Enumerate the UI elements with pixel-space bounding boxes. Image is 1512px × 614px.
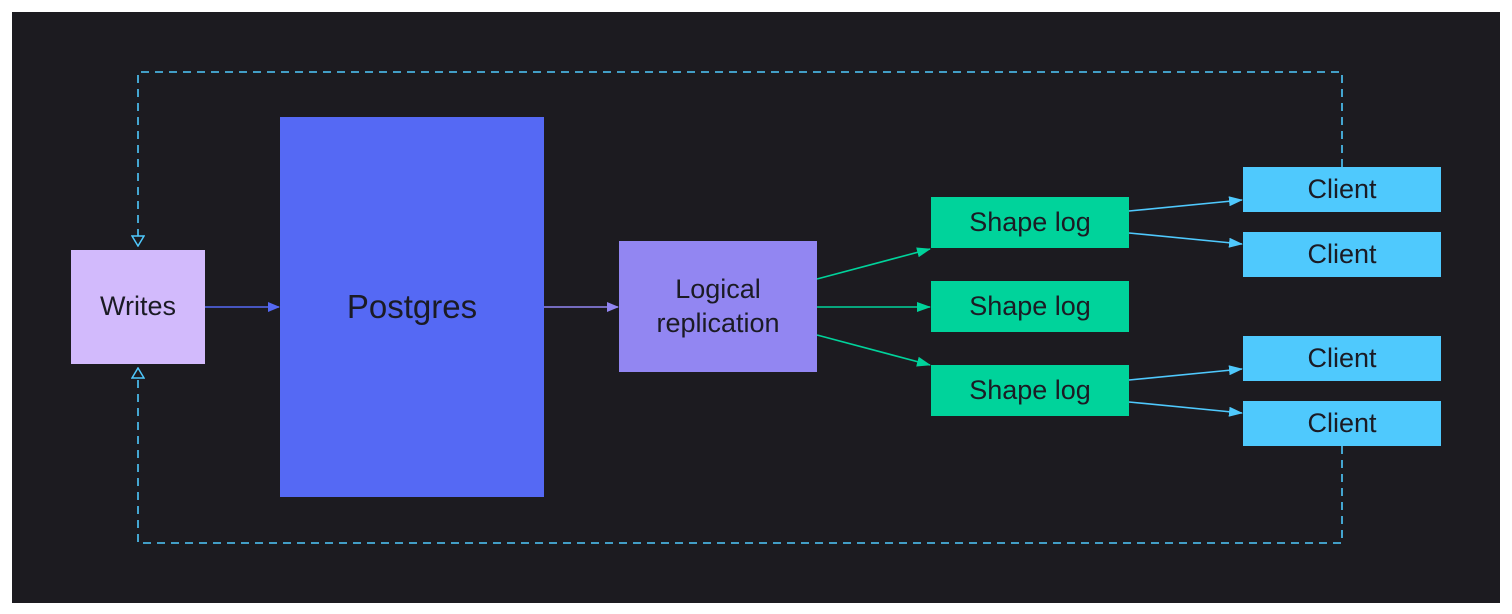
logical-replication-node: Logical replication	[619, 241, 817, 372]
client-label: Client	[1307, 407, 1377, 438]
logical-replication-label: Logical replication	[656, 273, 780, 338]
client-label: Client	[1307, 238, 1377, 269]
arrow-logical-to-shape-log-1	[816, 247, 931, 280]
client-node: Client	[1243, 401, 1441, 446]
arrow-logical-to-shape-log-3	[816, 334, 931, 367]
postgres-node: Postgres	[280, 117, 544, 497]
client-node: Client	[1243, 232, 1441, 277]
arrow-shape-log-1-to-client-2	[1128, 232, 1243, 248]
feedback-line-top	[138, 71, 1343, 246]
arrow-shape-log-1-to-client-1	[1128, 196, 1243, 212]
shape-log-node: Shape log	[931, 197, 1129, 248]
client-node: Client	[1243, 167, 1441, 212]
arrow-shape-log-3-to-client-4	[1128, 401, 1243, 417]
shape-log-label: Shape log	[969, 206, 1091, 237]
client-node: Client	[1243, 336, 1441, 381]
writes-node: Writes	[71, 250, 205, 364]
shape-log-node: Shape log	[931, 365, 1129, 416]
feedback-line-bottom	[138, 368, 1343, 544]
writes-label: Writes	[99, 291, 176, 322]
client-label: Client	[1307, 342, 1377, 373]
postgres-label: Postgres	[346, 288, 478, 326]
shape-log-label: Shape log	[969, 290, 1091, 321]
shape-log-node: Shape log	[931, 281, 1129, 332]
shape-log-label: Shape log	[969, 374, 1091, 405]
arrow-shape-log-3-to-client-3	[1128, 365, 1243, 381]
client-label: Client	[1307, 173, 1377, 204]
